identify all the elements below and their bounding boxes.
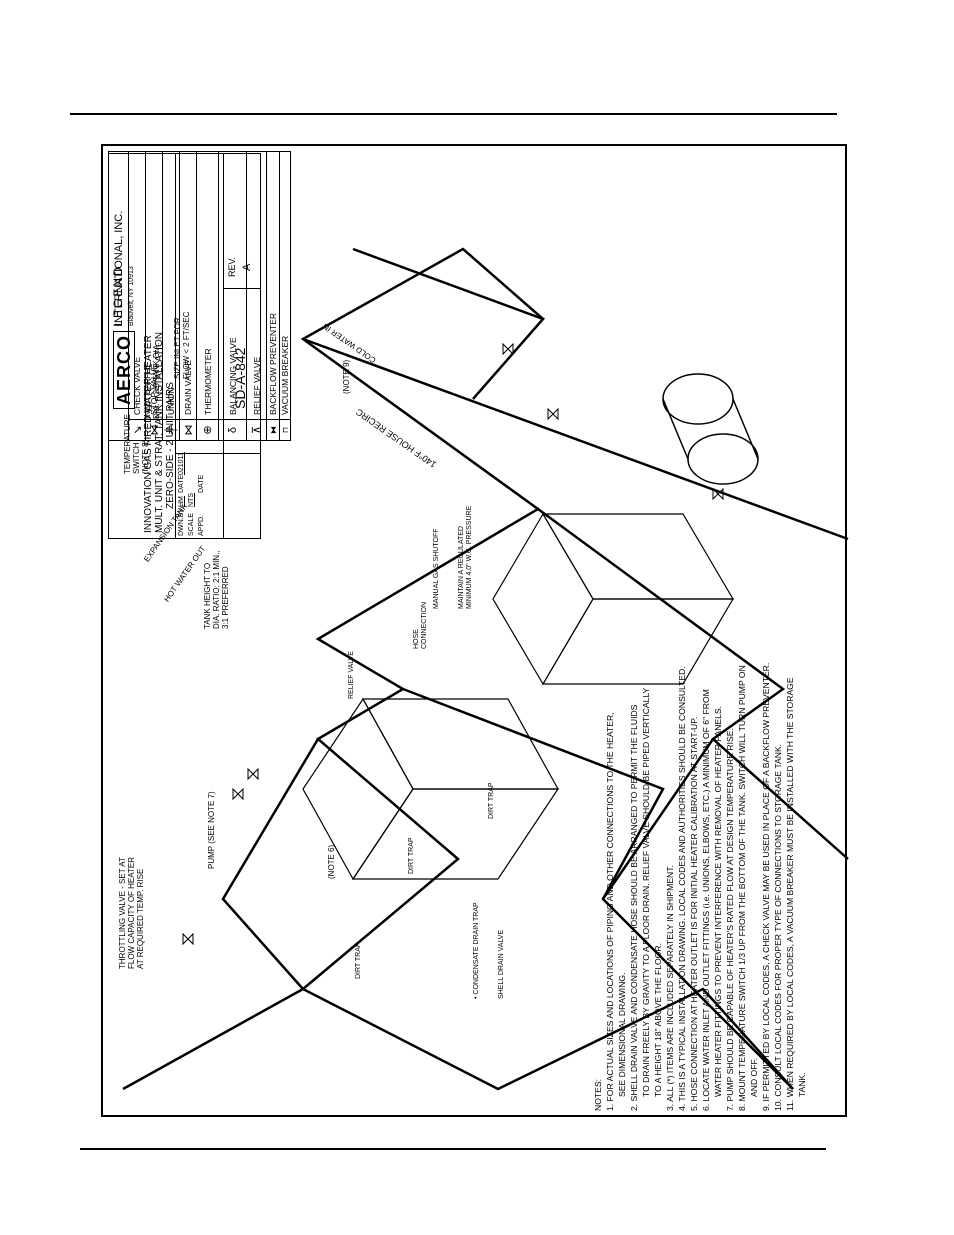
heater-1-cabinet [302, 697, 560, 881]
note-line: TANK. [797, 1072, 807, 1097]
legend-row-backflow-preventer: ⧓ BACKFLOW PREVENTER [267, 152, 279, 440]
manual-gas-shutoff-label: MANUAL GAS SHUTOFF [433, 528, 440, 609]
heater-2-cabinet [492, 512, 735, 686]
note-line: 8. MOUNT TEMPERATURE SWITCH 1/3 UP FROM … [737, 665, 747, 1111]
notes-heading: NOTES: [593, 1079, 603, 1111]
note-line: 9. IF PERMITTED BY LOCAL CODES, A CHECK … [761, 662, 771, 1111]
size-inlet-label: SIZE INLET FOR FLOW < 2 FT/SEC [173, 311, 192, 379]
scale-value: NTS [188, 493, 195, 507]
title-block-divider [223, 288, 261, 289]
heater-feed-line-2 [221, 738, 320, 990]
drawing-title-line-3: ZERO-SIDE - 2 UNIT PAIRS [165, 382, 176, 509]
title-block-divider [223, 153, 224, 539]
header-rule [70, 113, 837, 115]
note-line: 10. CONSULT LOCAL CODES FOR PROPER TYPE … [773, 743, 783, 1111]
note-line: SEE DIMENSIONAL DRAWING. [617, 972, 627, 1097]
note-line: 6. LOCATE WATER INLET AND OUTLET FITTING… [701, 689, 711, 1111]
valve-symbols [182, 342, 724, 946]
note-line: 3. ALL (*) ITEMS ARE INCLUDED SEPARATELY… [665, 865, 675, 1111]
maintain-pressure-label: MAINTAIN A REGULATED MINIMUM 4.0" W.C. P… [458, 505, 474, 609]
scale-label: SCALE [188, 513, 195, 536]
recirc-line [302, 337, 849, 541]
tank-height-label: TANK HEIGHT TO DIA. RATIO: 2:1 MIN., 3:1… [203, 550, 231, 629]
vacuum-breaker-icon: ⊓ [280, 419, 290, 440]
drawing-number: SD-A-842 [232, 347, 248, 409]
supply-loop-line [122, 987, 794, 1091]
dirt-trap-label-2: DIRT TRAP [408, 837, 415, 874]
company-address: Blauvelt, NY 10913 [128, 266, 135, 326]
note-line: WATER HEATER FITTINGS TO PREVENT INTERFE… [713, 705, 723, 1097]
drawing-canvas: LEGEND ↘ CHECK VALVE ⋈ STOP VALVE ╪ UNIO… [103, 146, 849, 1119]
note-line: 7. PUMP SHOULD BE CAPABLE OF HEATER'S RA… [725, 728, 735, 1111]
cold-water-line [352, 247, 546, 400]
storage-tank [662, 373, 759, 485]
dirt-trap-label-3: DIRT TRAP [488, 782, 495, 819]
note-line: 2. SHELL DRAIN VALVE AND CONDENSATE HOSE… [629, 704, 639, 1111]
dwn-date-label: DATE [178, 474, 185, 493]
notes-block: NOTES: 1. FOR ACTUAL SIZES AND LOCATIONS… [593, 511, 843, 1111]
drawing-sheet: LEGEND ↘ CHECK VALVE ⋈ STOP VALVE ╪ UNIO… [101, 144, 849, 1119]
dwn-date-value: 021011 [178, 452, 185, 475]
note-line: 5. HOSE CONNECTION AT HEATER OUTLET IS F… [689, 716, 699, 1111]
note-line: 11. WHEN REQUIRED BY LOCAL CODES, A VACU… [785, 677, 795, 1111]
dirt-trap-label-1: DIRT TRAP [355, 942, 362, 979]
rev-label: REV. [227, 256, 237, 277]
note-6-label: (NOTE 6) [327, 844, 336, 879]
main-header-line [302, 507, 849, 990]
legend-label: BACKFLOW PREVENTER [268, 312, 278, 415]
condensate-drain-trap-label: • CONDENSATE DRAIN TRAP [473, 902, 480, 999]
footer-rule [80, 1148, 826, 1150]
legend-row-vacuum-breaker: ⊓ VACUUM BREAKER [279, 152, 290, 440]
relief-valve-label: RELIEF VALVE [348, 651, 355, 699]
throttling-valve-label: THROTTLING VALVE - SET AT FLOW CAPACITY … [118, 856, 146, 969]
inlet-baffle-label: INLET BAFFLE DIA. = 2/3 TANK DIA. [143, 342, 162, 419]
temperature-switch-label: TEMPERATURE SWITCH (NOTE 8) [123, 414, 151, 474]
right-loop-line [300, 247, 544, 511]
appd-label: APPD. [198, 514, 205, 536]
rev-value: A [241, 263, 253, 271]
pump-label: PUMP (SEE NOTE 7) [207, 791, 216, 869]
legend-label: VACUUM BREAKER [280, 335, 290, 415]
heater-feed-line [402, 687, 665, 900]
company-name: INTERNATIONAL, INC. [113, 210, 125, 326]
piping-schematic [122, 247, 849, 1091]
shell-drain-valve-label: SHELL DRAIN VALVE [498, 929, 505, 999]
note-line: TO DRAIN FREELY BY GRAVITY TO A FLOOR DR… [641, 687, 651, 1097]
note-line: 4. THIS IS A TYPICAL INSTALLATION DRAWIN… [677, 666, 687, 1111]
appd-date-label: DATE [198, 474, 205, 493]
note-line: AND OFF. [749, 1057, 759, 1097]
hose-connection-label: HOSE CONNECTION [413, 601, 429, 649]
aerco-logo: AERCO [113, 330, 135, 409]
title-block-divider [223, 453, 261, 454]
note-line: TO A HEIGHT 18" ABOVE THE FLOOR. [653, 943, 663, 1097]
note-line: 1. FOR ACTUAL SIZES AND LOCATIONS OF PIP… [605, 712, 615, 1111]
backflow-preventer-icon: ⧓ [267, 419, 279, 440]
note-9-label: (NOTE 9) [342, 359, 351, 394]
